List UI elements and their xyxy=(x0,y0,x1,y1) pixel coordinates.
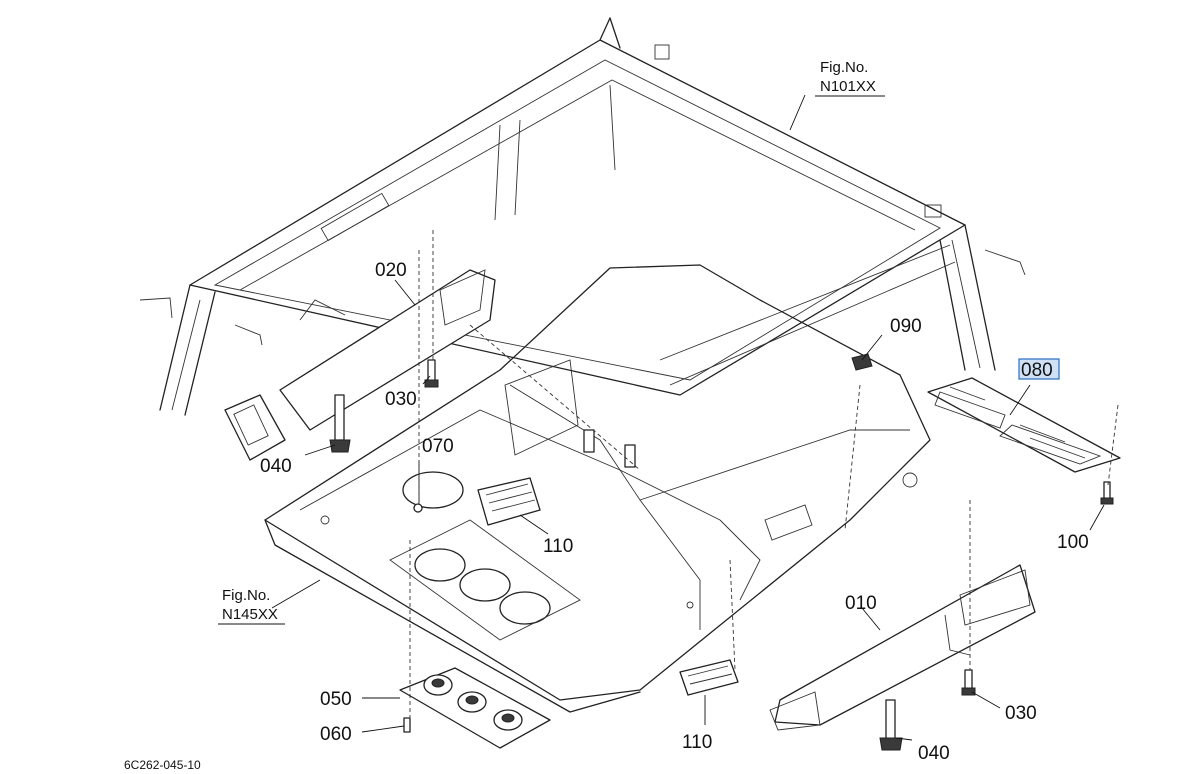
screw-060 xyxy=(403,717,411,733)
callout-110-bottom[interactable]: 110 xyxy=(682,732,712,753)
callout-080-selection xyxy=(1018,358,1060,380)
fig-ref-left-line2: N145XX xyxy=(222,606,278,623)
louver-vent-110-bottom xyxy=(679,659,739,696)
leader-lines xyxy=(271,94,1119,741)
cab-floor xyxy=(264,264,931,713)
clip-090 xyxy=(851,353,873,371)
callout-020[interactable]: 020 xyxy=(375,260,407,281)
fig-ref-top-line2: N101XX xyxy=(820,78,876,95)
stud-040-right xyxy=(879,699,903,751)
fig-ref-top[interactable]: Fig.No. N101XX xyxy=(815,59,885,97)
screw-030-left xyxy=(424,359,439,388)
fig-ref-top-line1: Fig.No. xyxy=(820,59,868,76)
louver-vent-110-top xyxy=(477,477,541,526)
callout-070[interactable]: 070 xyxy=(422,436,454,457)
stud-040-left xyxy=(329,394,351,453)
callout-080[interactable]: 080 xyxy=(1021,360,1053,381)
duct-020 xyxy=(224,269,496,461)
callout-100[interactable]: 100 xyxy=(1057,532,1089,553)
cab-frame xyxy=(139,17,1026,416)
switch-panel-050 xyxy=(399,667,551,749)
callout-050[interactable]: 050 xyxy=(320,689,352,710)
drawing-code: 6C262-045-10 xyxy=(124,758,201,772)
fig-ref-left-line1: Fig.No. xyxy=(222,587,270,604)
callout-110-top[interactable]: 110 xyxy=(543,536,573,557)
callout-040-left[interactable]: 040 xyxy=(260,456,292,477)
callout-090[interactable]: 090 xyxy=(890,316,922,337)
callout-030-right[interactable]: 030 xyxy=(1005,703,1037,724)
screw-030-right xyxy=(961,669,976,696)
nut-070 xyxy=(413,503,423,513)
fig-ref-left[interactable]: Fig.No. N145XX xyxy=(218,587,285,625)
callout-030-left[interactable]: 030 xyxy=(385,389,417,410)
callout-060[interactable]: 060 xyxy=(320,724,352,745)
callout-040-right[interactable]: 040 xyxy=(918,743,950,764)
screw-100 xyxy=(1100,481,1114,505)
callout-010[interactable]: 010 xyxy=(845,593,877,614)
filter-panel-080 xyxy=(927,377,1121,473)
